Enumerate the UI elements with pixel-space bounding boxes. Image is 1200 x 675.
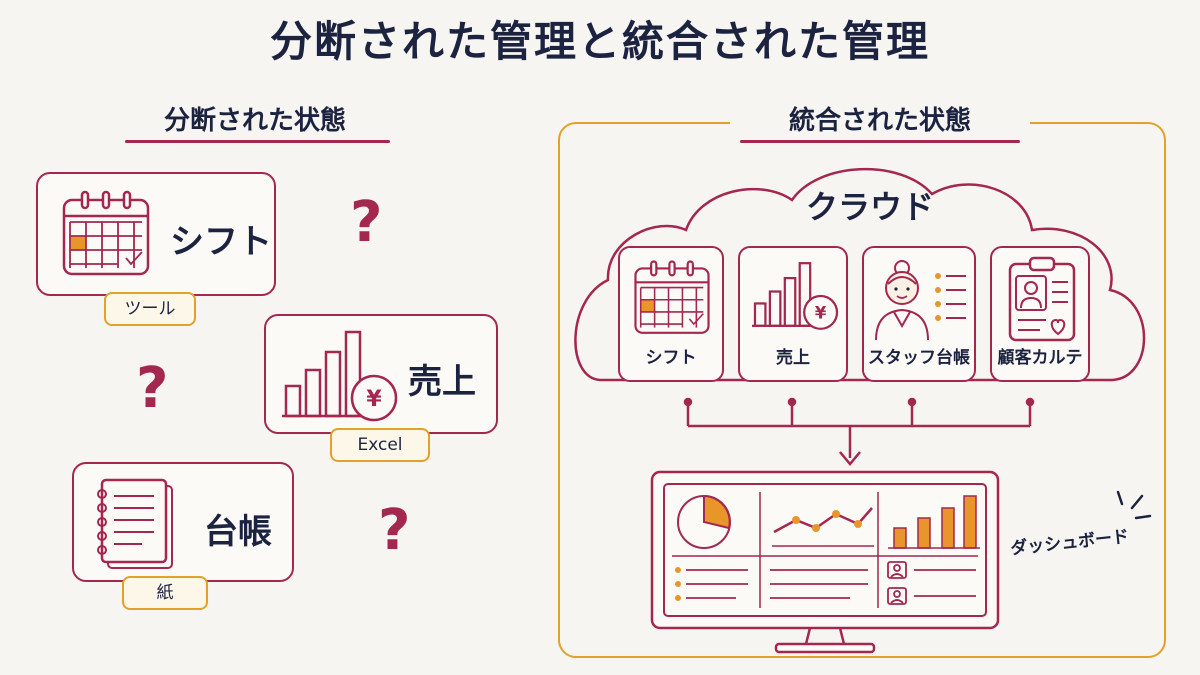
paper-tag: 紙 bbox=[122, 576, 208, 610]
clipboard-profile-icon bbox=[1008, 256, 1076, 342]
shift-card-label: シフト bbox=[170, 222, 272, 262]
tool-tag: ツール bbox=[104, 292, 196, 326]
page-title: 分断された管理と統合された管理 bbox=[269, 17, 930, 66]
module-staff-ledger: スタッフ台帳 bbox=[862, 246, 976, 382]
right-section-underline bbox=[740, 140, 1020, 143]
bar-chart-yen-icon: ¥ bbox=[752, 262, 839, 330]
calendar-icon bbox=[62, 190, 150, 276]
module-shift-label: シフト bbox=[645, 348, 697, 368]
ledger-paper-card: 台帳 bbox=[72, 462, 294, 582]
sales-card-label: 売上 bbox=[408, 362, 476, 402]
calendar-icon bbox=[634, 260, 710, 334]
excel-tag: Excel bbox=[330, 428, 430, 462]
dashboard-monitor-icon bbox=[650, 470, 1000, 654]
question-mark-icon: ? bbox=[136, 356, 169, 421]
svg-text:¥: ¥ bbox=[366, 387, 382, 412]
cloud-title: クラウド bbox=[805, 188, 934, 226]
module-staff-ledger-label: スタッフ台帳 bbox=[868, 348, 970, 368]
module-customer-chart-label: 顧客カルテ bbox=[997, 348, 1083, 368]
module-shift: シフト bbox=[618, 246, 724, 382]
question-mark-icon: ? bbox=[378, 498, 411, 563]
left-section-title: 分断された状態 bbox=[163, 106, 346, 136]
module-customer-chart: 顧客カルテ bbox=[990, 246, 1090, 382]
staff-icon bbox=[875, 260, 966, 341]
module-sales-label: 売上 bbox=[776, 348, 810, 368]
shift-tool-card: シフト bbox=[36, 172, 276, 296]
left-section-underline bbox=[125, 140, 390, 143]
module-sales: ¥ 売上 bbox=[738, 246, 848, 382]
notebook-icon bbox=[97, 478, 173, 569]
svg-text:¥: ¥ bbox=[815, 303, 827, 322]
question-mark-icon: ? bbox=[350, 190, 383, 255]
ledger-card-label: 台帳 bbox=[204, 512, 272, 552]
bar-chart-yen-icon: ¥ bbox=[282, 330, 398, 422]
sales-excel-card: ¥ 売上 bbox=[264, 314, 498, 434]
connector-lines bbox=[683, 397, 1035, 466]
spark-lines-icon bbox=[1116, 490, 1152, 520]
right-section-title: 統合された状態 bbox=[730, 100, 1030, 137]
